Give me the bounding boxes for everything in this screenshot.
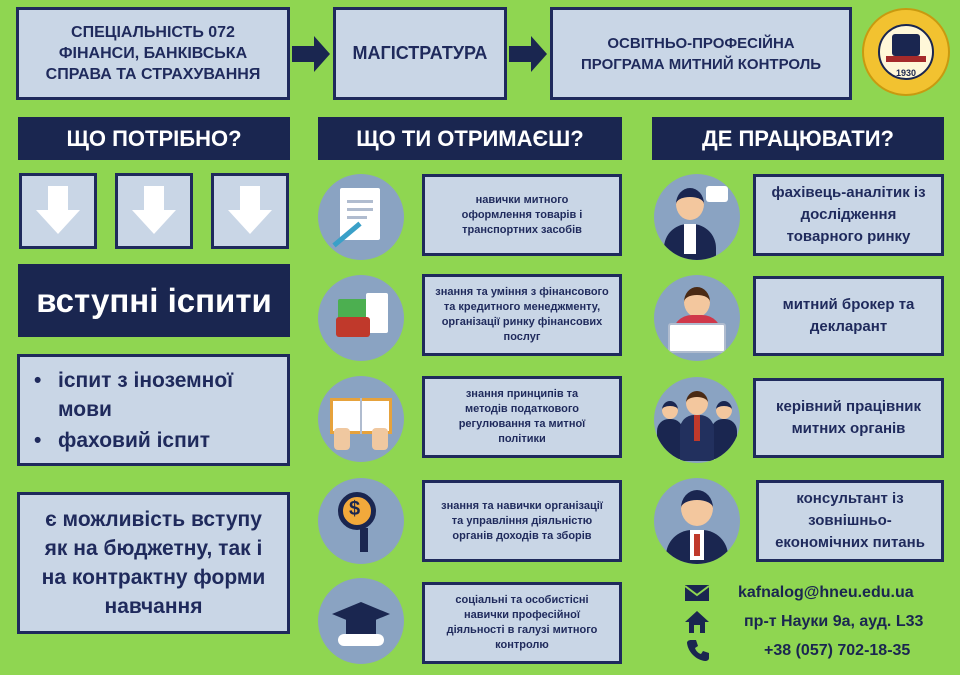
down-arrow-box-1 [19,173,97,249]
enrollment-note: є можливість вступу як на бюджетну, так … [41,508,266,618]
phone-icon [687,640,709,661]
work-item-text: митний брокер та декларант [782,296,915,335]
arrow-right-icon [292,36,330,72]
need-heading-text: ЩО ПОТРІБНО? [66,125,242,151]
consultant-person-icon [654,478,740,564]
arrow-down-icon [36,186,80,234]
get-item-box: навички митного оформлення товарів і тра… [422,174,622,256]
work-heading-text: ДЕ ПРАЦЮВАТИ? [702,125,894,151]
specialty-box: СПЕЦІАЛЬНІСТЬ 072 ФІНАНСИ, БАНКІВСЬКА СП… [16,7,290,100]
management-team-icon [654,377,740,463]
get-item-box: знання та уміння з фінансового та кредит… [422,274,622,356]
document-pen-icon [318,174,404,260]
magnifier-dollar-icon: $ [318,478,404,564]
work-item-box: фахівець-аналітик із дослідження товарно… [753,174,944,256]
work-heading: ДЕ ПРАЦЮВАТИ? [652,117,944,160]
get-item-box: знання принципів та методів податкового … [422,376,622,458]
specialty-text: СПЕЦІАЛЬНІСТЬ 072 ФІНАНСИ, БАНКІВСЬКА СП… [45,24,261,83]
program-box: ОСВІТНЬО-ПРОФЕСІЙНА ПРОГРАМА МИТНИЙ КОНТ… [550,7,852,100]
logo-year: 1930 [895,68,917,78]
envelope-icon [684,585,710,601]
arrow-down-icon [228,186,272,234]
address-text: пр-т Науки 9а, ауд. L33 [744,613,924,630]
level-text: МАГІСТРАТУРА [352,43,488,63]
laptop-person-icon [654,275,740,361]
down-arrow-box-3 [211,173,289,249]
exam-item: •іспит з іноземної мови [34,366,263,424]
get-item-text: соціальні та особистісні навички професі… [446,594,598,651]
arrow-right-icon [509,36,547,72]
work-item-text: фахівець-аналітик із дослідження товарно… [771,184,926,245]
get-item-text: навички митного оформлення товарів і тра… [461,193,583,236]
level-box: МАГІСТРАТУРА [333,7,507,100]
university-logo: 1930 [862,8,950,96]
enrollment-note-box: є можливість вступу як на бюджетну, так … [17,492,290,634]
work-item-box: консультант із зовнішньо-економічних пит… [756,480,944,562]
work-item-text: консультант із зовнішньо-економічних пит… [775,490,925,551]
work-item-box: митний брокер та декларант [753,276,944,356]
down-arrow-box-2 [115,173,193,249]
get-item-text: знання принципів та методів податкового … [458,388,586,445]
work-item-box: керівний працівник митних органів [753,378,944,458]
exams-title: вступні іспити [18,264,290,337]
exam-item-text: іспит з іноземної мови [58,368,234,421]
work-item-text: керівний працівник митних органів [775,398,922,437]
program-text: ОСВІТНЬО-ПРОФЕСІЙНА ПРОГРАМА МИТНИЙ КОНТ… [581,34,821,73]
get-item-text: знання та навички організації та управлі… [441,499,603,542]
get-item-box: соціальні та особистісні навички професі… [422,582,622,664]
exams-list-box: •іспит з іноземної мови •фаховий іспит [17,354,290,466]
analyst-person-icon [654,174,740,260]
exams-title-text: вступні іспити [36,281,272,319]
need-heading: ЩО ПОТРІБНО? [18,117,290,160]
get-item-box: знання та навички організації та управлі… [422,480,622,562]
money-wallet-icon [318,275,404,361]
book-hands-icon [318,376,404,462]
exam-item: •фаховий іспит [34,426,263,455]
get-heading-text: ЩО ТИ ОТРИМАЄШ? [356,125,584,151]
email-link[interactable]: kafnalog@hneu.edu.ua [738,584,914,601]
arrow-down-icon [132,186,176,234]
get-item-text: знання та уміння з фінансового та кредит… [435,286,609,343]
graduation-cap-icon [318,578,404,664]
get-heading: ЩО ТИ ОТРИМАЄШ? [318,117,622,160]
phone-link[interactable]: +38 (057) 702-18-35 [764,642,911,659]
exam-item-text: фаховий іспит [58,428,210,452]
home-icon [685,611,709,633]
